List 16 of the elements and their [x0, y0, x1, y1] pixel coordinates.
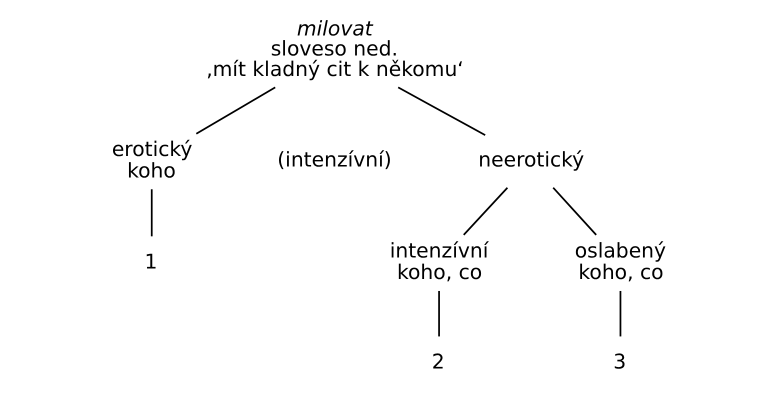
connector [397, 86, 486, 136]
connector [462, 186, 508, 235]
connector [150, 188, 152, 236]
connector [552, 186, 596, 235]
connector [619, 290, 621, 336]
node-text: 2 [431, 348, 444, 373]
node-text: 1 [144, 248, 157, 273]
node-text: intenzívní koho, co [389, 238, 488, 284]
node-text: milovat sloveso ned. ‚mít kladný cit k někomu‘ [206, 16, 464, 81]
connector [438, 290, 440, 336]
connector [195, 86, 276, 134]
node-text: oslabený koho, co [574, 238, 666, 284]
node-text: erotický koho [111, 136, 192, 182]
node-text: neerotický [478, 147, 584, 172]
label: (intenzívní) [276, 147, 392, 172]
node-text: 3 [612, 348, 626, 373]
